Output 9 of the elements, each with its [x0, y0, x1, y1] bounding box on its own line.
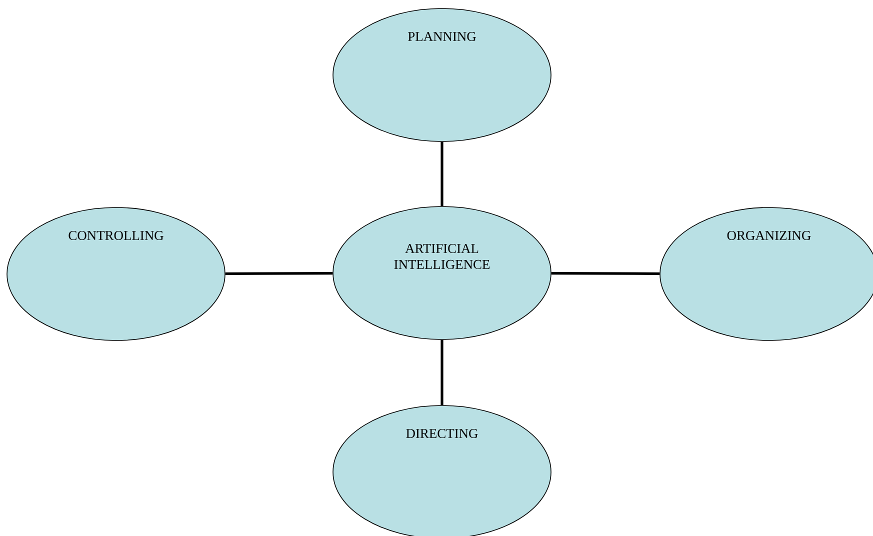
connector-line: [225, 272, 333, 275]
ellipse-node: ORGANIZING: [660, 207, 873, 341]
connector-line: [440, 142, 444, 206]
ellipse-node: PLANNING: [332, 8, 552, 142]
ellipse-node: ARTIFICIAL INTELLIGENCE: [332, 206, 552, 340]
ellipse-node: DIRECTING: [332, 405, 552, 536]
ellipse-node: CONTROLLING: [6, 207, 226, 341]
connector-line: [551, 272, 660, 275]
connector-line: [440, 340, 444, 406]
